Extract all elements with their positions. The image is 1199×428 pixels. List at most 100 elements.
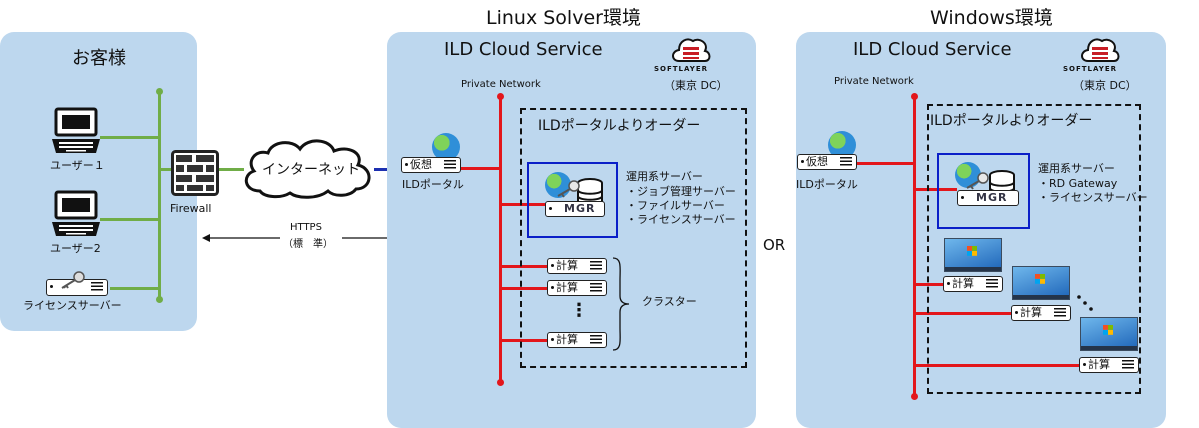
server-vent-icon (590, 261, 602, 270)
globe-icon (545, 172, 571, 198)
server-led-icon (405, 163, 408, 166)
linux-service-title: ILD Cloud Service (444, 39, 603, 60)
license-link (110, 287, 160, 290)
linux-portal-server-label: 仮想 (410, 158, 432, 171)
windows-mgr-box (937, 153, 1030, 229)
windows-mgr-label: MGR (976, 191, 1008, 204)
windows-ops-item: ・RD Gateway (1038, 177, 1118, 190)
server-vent-icon (986, 279, 998, 288)
linux-portal-link (460, 167, 500, 170)
server-led-icon (801, 160, 804, 163)
brace-icon (612, 257, 630, 351)
linux-mgr-link (501, 203, 545, 206)
windows-service-title: ILD Cloud Service (853, 39, 1012, 60)
windows-compute-server: 計算 (943, 276, 1003, 292)
linux-compute-server: 計算 (547, 280, 607, 296)
linux-mgr-box (527, 162, 618, 238)
windows-mgr-server: MGR (957, 190, 1019, 206)
customer-network-end-bottom (156, 296, 163, 303)
windows-portal-link (857, 162, 914, 165)
windows-mgr-link (915, 188, 957, 191)
windows-portal-server: 仮想 (797, 154, 857, 170)
linux-panel (387, 32, 756, 428)
linux-ops-title: 運用系サーバー (626, 170, 703, 183)
windows-compute-server: 計算 (1079, 357, 1139, 373)
firewall-link-left (160, 168, 172, 171)
https-label: HTTPS (290, 222, 322, 233)
server-vent-icon (590, 335, 602, 344)
key-icon (557, 180, 580, 198)
windows-portal-server-label: 仮想 (806, 155, 828, 168)
cloud-icon (244, 139, 371, 199)
server-led-icon (551, 264, 554, 267)
compute-label: 計算 (1020, 306, 1042, 319)
server-led-icon (551, 338, 554, 341)
laptop-icon (52, 107, 100, 153)
server-led-icon (549, 207, 552, 210)
linux-order-area (520, 108, 747, 368)
windows-ops-item: ・ライセンスサーバー (1038, 191, 1148, 204)
compute-label: 計算 (556, 259, 578, 272)
user1-link (100, 136, 160, 139)
windows-portal-label: ILDポータル (796, 178, 858, 191)
windows-compute1-link (915, 283, 943, 286)
linux-mgr-server: MGR (545, 201, 605, 217)
linux-order-label: ILDポータルよりオーダー (538, 118, 701, 134)
firewall-link-right (218, 168, 244, 171)
windows-network-end-top (911, 93, 918, 100)
server-led-icon (961, 196, 964, 199)
compute-label: 計算 (1088, 358, 1110, 371)
windows-private-network-line (913, 97, 916, 397)
internet-label: インターネット (262, 162, 360, 178)
windows-compute3-link (915, 364, 1079, 367)
compute-label: 計算 (556, 333, 578, 346)
key-icon (61, 271, 85, 289)
softlayer-logo-icon (1081, 38, 1120, 62)
user2-link (100, 218, 160, 221)
license-server (46, 279, 108, 296)
customer-network-line (158, 93, 161, 301)
server-vent-icon (840, 157, 852, 166)
softlayer-dc: （東京 DC） (1073, 79, 1137, 92)
server-vent-icon (1122, 360, 1134, 369)
linux-heading: Linux Solver環境 (486, 7, 641, 29)
windows-ops-title: 運用系サーバー (1038, 162, 1115, 175)
globe-icon (955, 162, 981, 188)
server-vent-icon (91, 282, 103, 291)
server-vent-icon (444, 160, 456, 169)
cluster-label: クラスター (642, 295, 697, 308)
server-led-icon (1083, 363, 1086, 366)
firewall-icon (171, 150, 219, 196)
customer-network-end-top (156, 88, 163, 95)
windows-heading: Windows環境 (930, 7, 1053, 29)
globe-icon (432, 133, 460, 161)
linux-portal-label: ILDポータル (402, 178, 464, 191)
windows-private-network-label: Private Network (834, 76, 914, 87)
server-led-icon (551, 286, 554, 289)
linux-ops-item: ・ライセンスサーバー (626, 213, 736, 226)
https-sub-label: （標 準） (283, 239, 333, 250)
linux-compute2-link (501, 287, 547, 290)
softlayer-logo-icon (672, 38, 711, 62)
server-led-icon (947, 282, 950, 285)
linux-compute3-link (501, 339, 547, 342)
user2-label: ユーザー2 (50, 242, 101, 255)
linux-ops-item: ・ジョブ管理サーバー (626, 185, 736, 198)
server-vent-icon (1054, 308, 1066, 317)
server-vent-icon (590, 283, 602, 292)
linux-compute-ellipsis: ⋮ (570, 300, 588, 321)
windows-order-area (927, 104, 1141, 394)
softlayer-text: SOFTLAYER (1063, 65, 1117, 73)
linux-compute-server: 計算 (547, 258, 607, 274)
license-server-label: ライセンスサーバー (23, 299, 122, 312)
server-led-icon (50, 285, 53, 288)
firewall-label: Firewall (170, 202, 212, 215)
user1-label: ユーザー１ (50, 159, 105, 172)
customer-title: お客様 (72, 48, 126, 69)
compute-label: 計算 (556, 281, 578, 294)
windows-desktop-icon (1080, 317, 1138, 351)
key-icon (966, 172, 989, 190)
windows-compute2-link (915, 312, 1011, 315)
windows-compute-server: 計算 (1011, 305, 1071, 321)
linux-compute-server: 計算 (547, 332, 607, 348)
